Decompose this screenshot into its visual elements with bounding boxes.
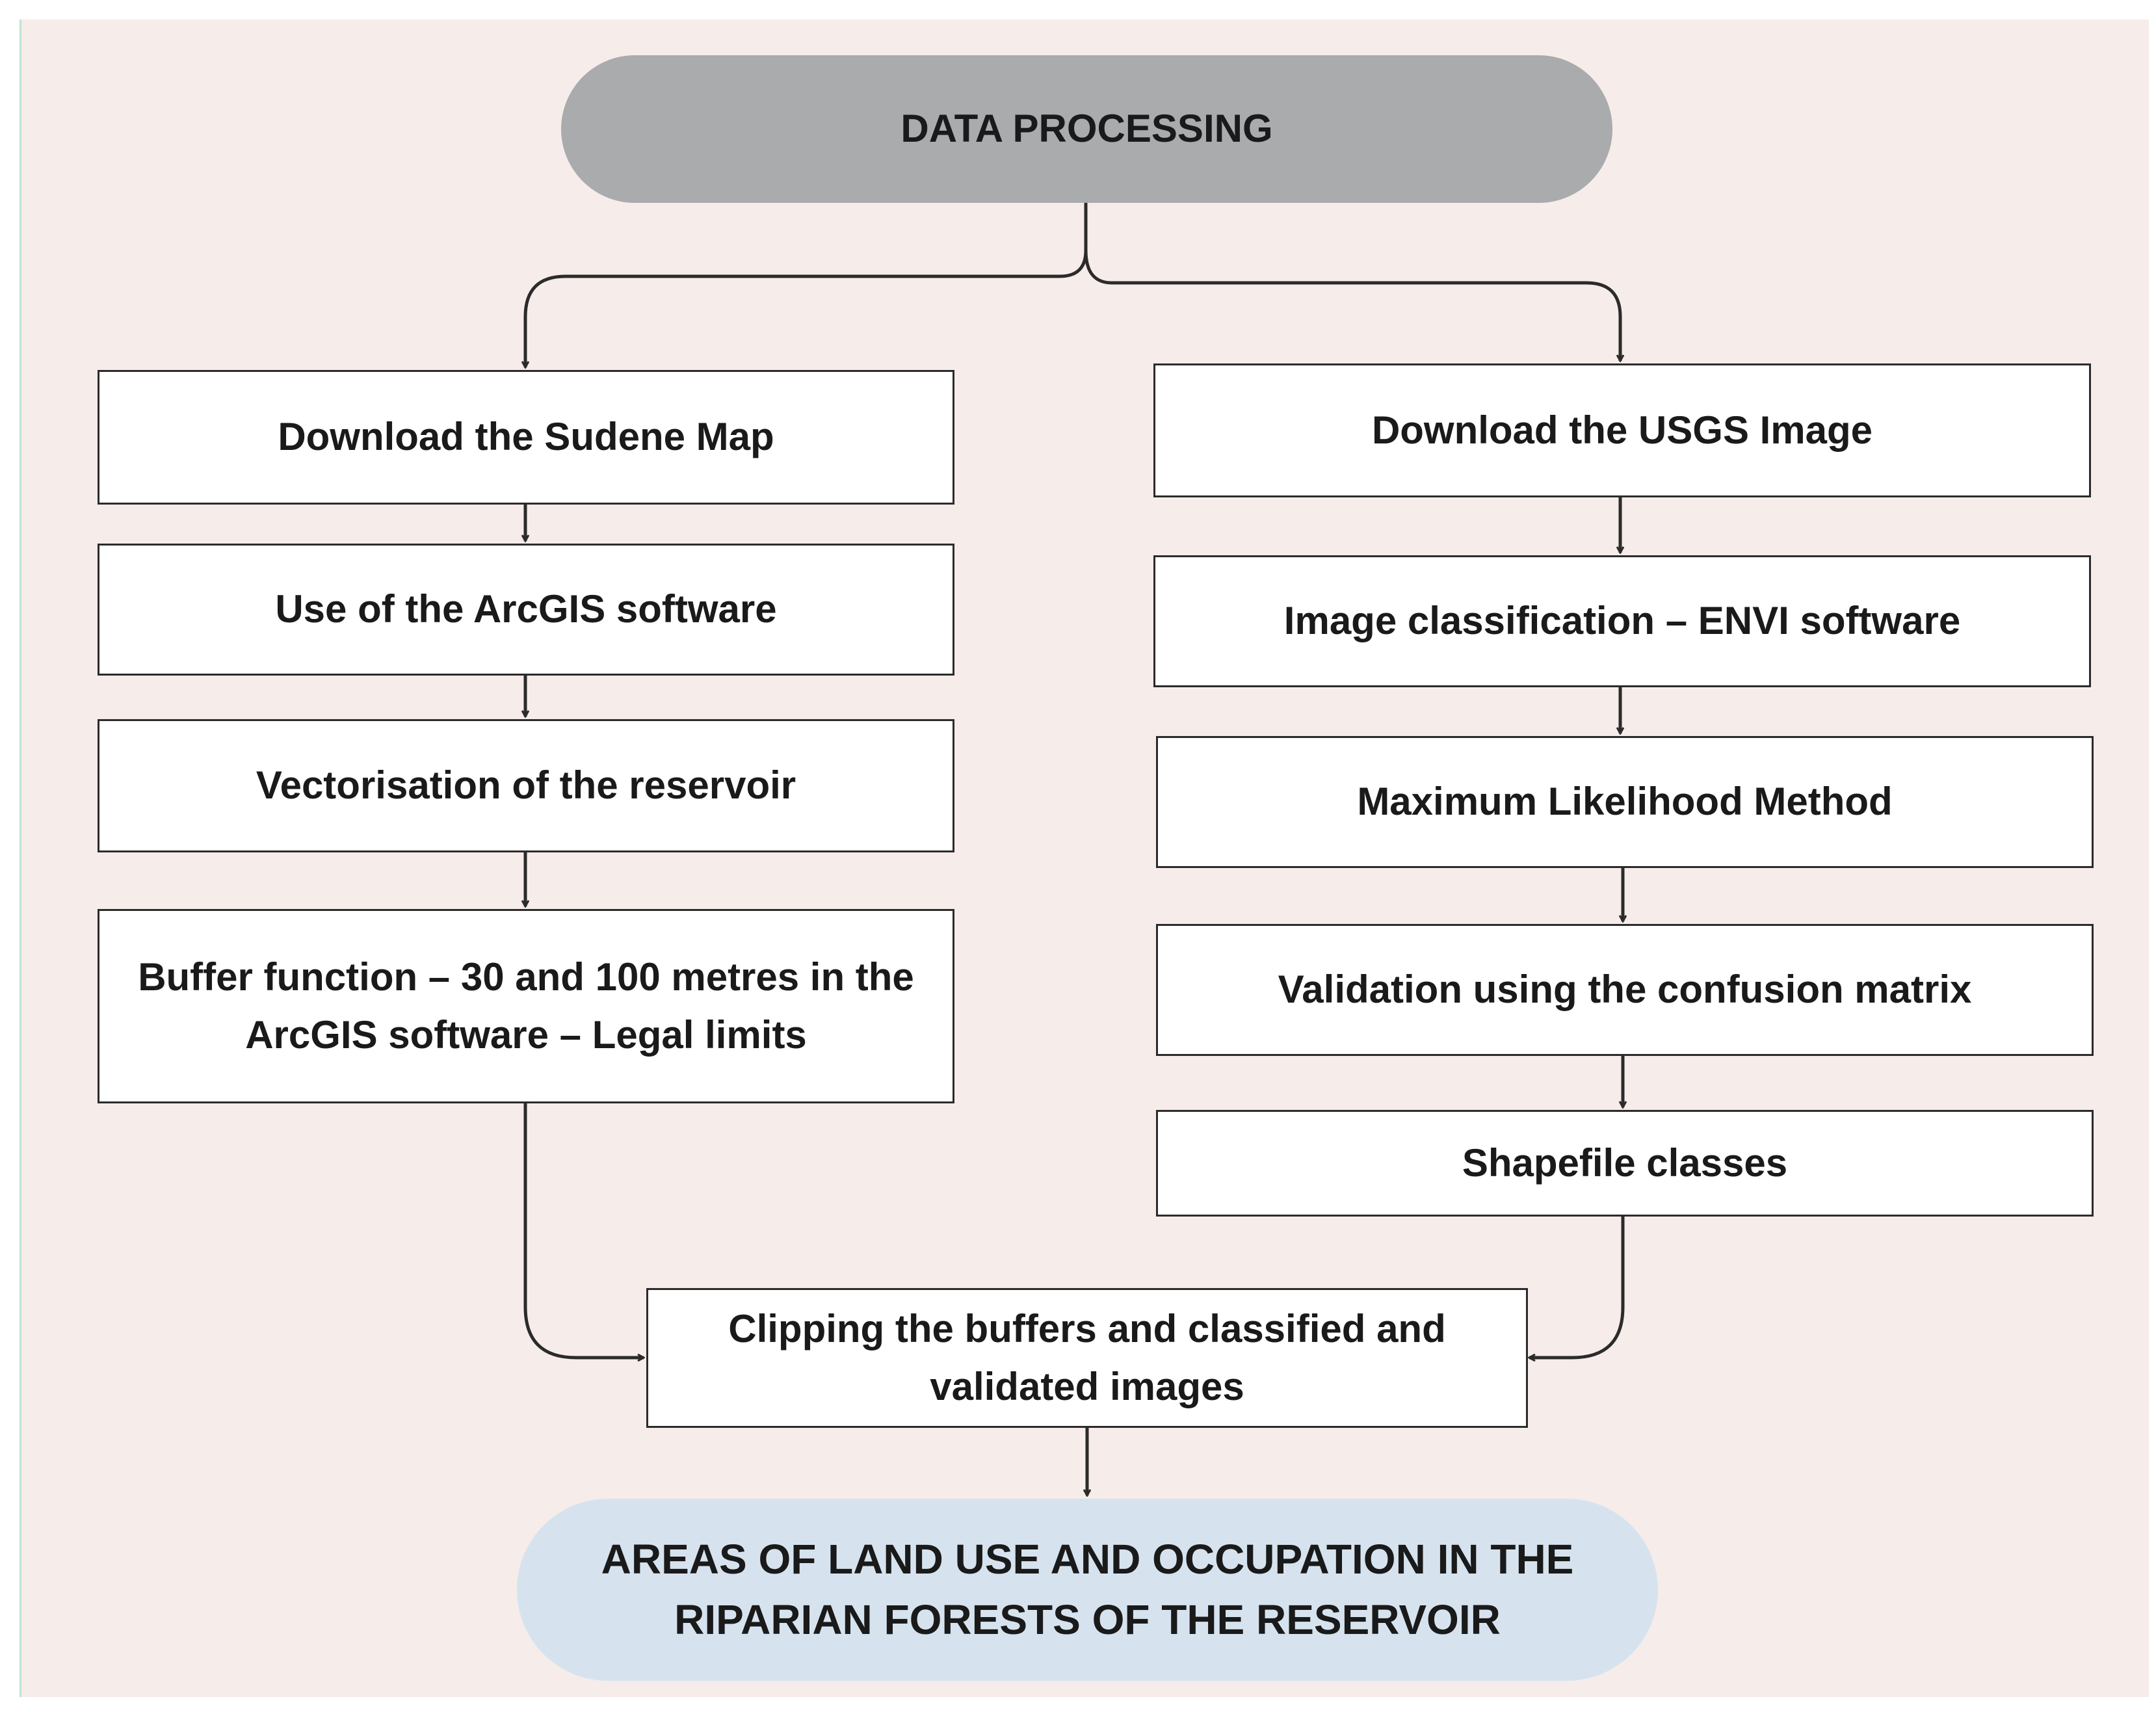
right-step-3: Maximum Likelihood Method [1156, 736, 2094, 868]
end-node: AREAS OF LAND USE AND OCCUPATION IN THE … [517, 1499, 1658, 1681]
start-node: DATA PROCESSING [561, 55, 1612, 203]
connector-right-merge [1529, 1217, 1625, 1358]
merge-step: Clipping the buffers and classified and … [646, 1288, 1528, 1428]
right-step-2: Image classification – ENVI software [1153, 555, 2091, 687]
connector-split-right [1084, 250, 1620, 361]
connector-split-left [525, 203, 1088, 367]
left-step-4: Buffer function – 30 and 100 metres in t… [98, 909, 954, 1103]
right-step-4: Validation using the confusion matrix [1156, 924, 2094, 1056]
left-step-1: Download the Sudene Map [98, 370, 954, 505]
left-step-3: Vectorisation of the reservoir [98, 719, 954, 852]
connector-left-merge [523, 1103, 644, 1358]
left-step-2: Use of the ArcGIS software [98, 544, 954, 676]
right-step-5: Shapefile classes [1156, 1110, 2094, 1217]
right-step-1: Download the USGS Image [1153, 363, 2091, 497]
